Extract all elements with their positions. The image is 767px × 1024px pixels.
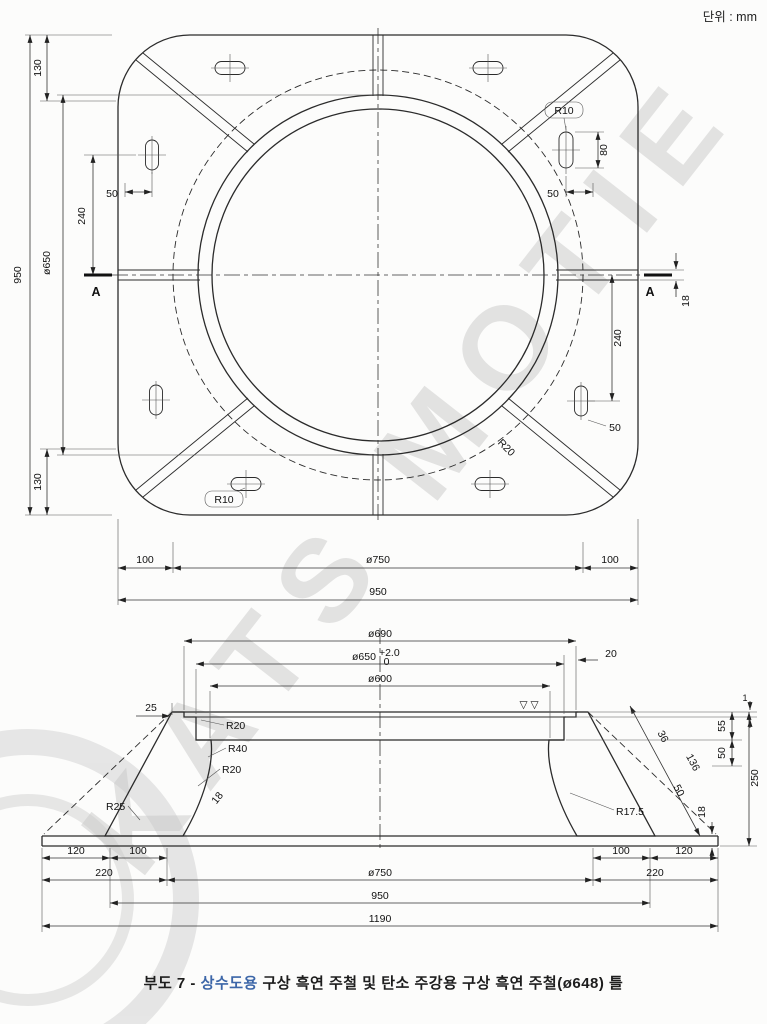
dim-100-right: 100: [612, 845, 630, 857]
section-dimensions-bottom: 120 100 100 120 220 ø750 220 950 1190: [41, 845, 719, 932]
bolt-slot: [142, 381, 170, 419]
dim-flange-margin-right: 100: [601, 554, 619, 566]
dim-seat-step: 50: [716, 747, 728, 759]
dim-slot-length-tr: 80: [598, 144, 610, 156]
plan-dimensions-top-right: R10 80 50: [544, 101, 610, 200]
dim-220-right: 220: [646, 867, 664, 879]
dim-slot-radius-tr: R10: [554, 105, 573, 117]
dim-120-left: 120: [67, 845, 85, 857]
dim-fillet-r40: R40: [228, 743, 247, 755]
dim-dia-750-section: ø750: [368, 867, 392, 879]
flange: [41, 835, 719, 847]
dim-wall-thickness: 18: [209, 790, 226, 807]
dim-bolt-edge-left: 50: [106, 188, 118, 200]
dim-dia-690: ø690: [368, 628, 392, 640]
dim-flange-margin-left: 100: [136, 554, 154, 566]
plan-rib-thickness: 18: [640, 253, 692, 307]
dim-seat-depth: 55: [716, 720, 728, 732]
dim-950-section: 950: [371, 890, 389, 902]
section-cut-marks: A A: [84, 273, 672, 299]
dia-650-tol-lower: 0: [384, 656, 390, 668]
dim-corner-offset-bottom: 130: [32, 473, 44, 491]
watermark-logo: [0, 729, 199, 1024]
dim-1190: 1190: [369, 913, 392, 925]
dia-650-tol-upper: +2.0: [379, 647, 400, 659]
dim-fillet-r20-lower: R20: [222, 764, 241, 776]
section-mark-left: A: [91, 285, 100, 299]
dia-650-value: ø650: [352, 651, 376, 663]
dim-rim-step: 20: [605, 648, 617, 660]
surface-finish-marks: ▽ ▽: [519, 699, 539, 711]
dim-slope-a: 36: [655, 729, 671, 745]
caption-prefix: 부도 7 -: [143, 975, 201, 992]
bolt-slot: [138, 136, 166, 174]
dim-corner-offset-top: 130: [32, 59, 44, 77]
dim-flange-dia: ø750: [366, 554, 390, 566]
dim-rim-edge: 25: [145, 702, 157, 714]
bolt-slot: [471, 470, 509, 498]
dim-step-one: 1: [742, 693, 747, 703]
dim-fillet-r20-top: R20: [226, 720, 245, 732]
dim-bolt-edge-br: 50: [609, 422, 621, 434]
bolt-slot: [552, 126, 580, 174]
ring-section-right: [547, 711, 657, 837]
dim-overall-height: 950: [12, 266, 24, 284]
plan-view: 950 130 130 ø650 240 50: [12, 28, 692, 605]
dim-opening-dia: ø650: [41, 251, 53, 275]
dim-flange-thickness: 18: [696, 806, 708, 818]
bolt-slot: [469, 54, 507, 82]
dim-slot-radius-bl: R10: [214, 494, 233, 506]
corner-profile-left-hidden: [43, 711, 173, 835]
plan-r10-bottom-left: R10: [204, 487, 246, 508]
dim-bolt-pitch-left: 240: [76, 207, 88, 225]
caption-rest: 구상 흑연 주철 및 탄소 주강용 구상 흑연 주철(ø648) 틀: [257, 975, 624, 992]
dim-overall-width: 950: [369, 586, 387, 598]
ring-section-left: [103, 711, 213, 837]
dim-220-left: 220: [95, 867, 113, 879]
plan-dimensions-bottom: 100 ø750 100 950: [117, 519, 639, 605]
dim-120-right: 120: [675, 845, 693, 857]
bolt-slots: [138, 54, 595, 498]
dim-slot-edge-tr: 50: [547, 188, 559, 200]
section-mark-right: A: [645, 285, 654, 299]
plan-dimensions-right: 240 50 R20: [495, 275, 624, 459]
bolt-slot: [211, 54, 249, 82]
bolt-slot: [227, 470, 265, 498]
dim-slope-b: 136: [683, 752, 702, 773]
dim-rib-thickness: 18: [680, 295, 692, 307]
dim-overall-height-section: 250: [749, 769, 761, 787]
dim-bolt-pitch-right: 240: [612, 329, 624, 347]
unit-label: 단위 : mm: [702, 10, 757, 24]
caption-highlight: 상수도용: [200, 975, 258, 992]
caption: 부도 7 - 상수도용 구상 흑연 주철 및 탄소 주강용 구상 흑연 주철(ø…: [0, 972, 767, 993]
section-callouts-right: R17.5 36 136 50 1 55 50 250: [566, 693, 761, 860]
ribs: [118, 35, 638, 515]
plan-dimensions-left: 950 130 130 ø650 240 50: [12, 34, 376, 516]
dim-rib-fillet: R20: [495, 437, 517, 459]
dim-dia-600: ø600: [368, 673, 392, 685]
dim-fillet-r17-5: R17.5: [616, 806, 644, 818]
dim-100-left: 100: [129, 845, 147, 857]
dim-fillet-r25: R25: [106, 801, 125, 813]
dim-slope-c: 50: [671, 783, 687, 799]
